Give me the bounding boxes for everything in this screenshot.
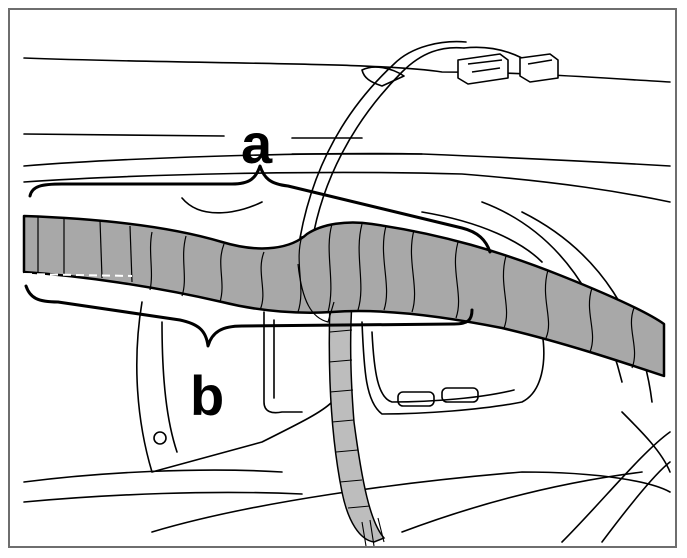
bracket-outline <box>263 311 303 414</box>
tape-segment <box>99 219 103 279</box>
diagram-frame: a b <box>8 8 677 548</box>
connector-right-detail <box>527 59 553 65</box>
tape-segment <box>181 235 187 297</box>
upper-wire <box>463 46 523 59</box>
slot <box>441 387 479 403</box>
bracket-outline <box>371 331 515 403</box>
bracket-outline <box>135 301 333 473</box>
panel-line <box>401 471 643 533</box>
panel-line <box>151 471 671 533</box>
tape-segment <box>588 287 594 353</box>
panel-line <box>561 431 671 543</box>
brace-b <box>24 284 474 348</box>
bolt-hole <box>153 431 167 445</box>
tape-segment <box>149 231 153 291</box>
upper-wire <box>311 46 465 243</box>
tape-segment <box>219 243 225 303</box>
label-b: b <box>190 364 225 427</box>
tape-segment <box>502 255 508 329</box>
panel-line <box>521 211 653 403</box>
connector-right <box>519 53 559 83</box>
tape-segment <box>454 241 460 319</box>
tape-segment <box>544 269 550 339</box>
panel-line <box>421 211 543 263</box>
label-a: a <box>241 112 273 175</box>
tape-segment <box>129 225 133 283</box>
brace-a <box>28 164 492 254</box>
slot <box>397 391 435 407</box>
tape-segment <box>327 223 333 313</box>
tape-segment <box>382 225 388 311</box>
panel-line <box>601 461 671 543</box>
bracket-outline <box>361 321 545 415</box>
harness-illustration <box>22 40 671 546</box>
panel-line <box>181 197 263 214</box>
tape-segment <box>297 235 303 313</box>
tape-segment <box>410 229 416 313</box>
tape-segment <box>630 307 636 369</box>
panel-line <box>23 57 671 83</box>
connector-left <box>457 53 509 85</box>
lower-wire-tape <box>328 329 371 509</box>
panel-line <box>23 469 283 483</box>
tape-segment <box>357 223 363 311</box>
bracket-outline <box>161 321 178 453</box>
panel-line <box>23 133 225 137</box>
tape-segment <box>259 251 265 311</box>
panel-line <box>23 152 671 167</box>
panel-line <box>621 411 671 473</box>
clip <box>361 66 405 87</box>
tape-boundary-dashed <box>23 273 133 277</box>
panel-line <box>23 491 303 503</box>
panel-line <box>23 171 671 203</box>
wire-junction <box>297 263 335 323</box>
connector-left-detail <box>467 59 503 73</box>
wire-ends <box>361 517 385 546</box>
